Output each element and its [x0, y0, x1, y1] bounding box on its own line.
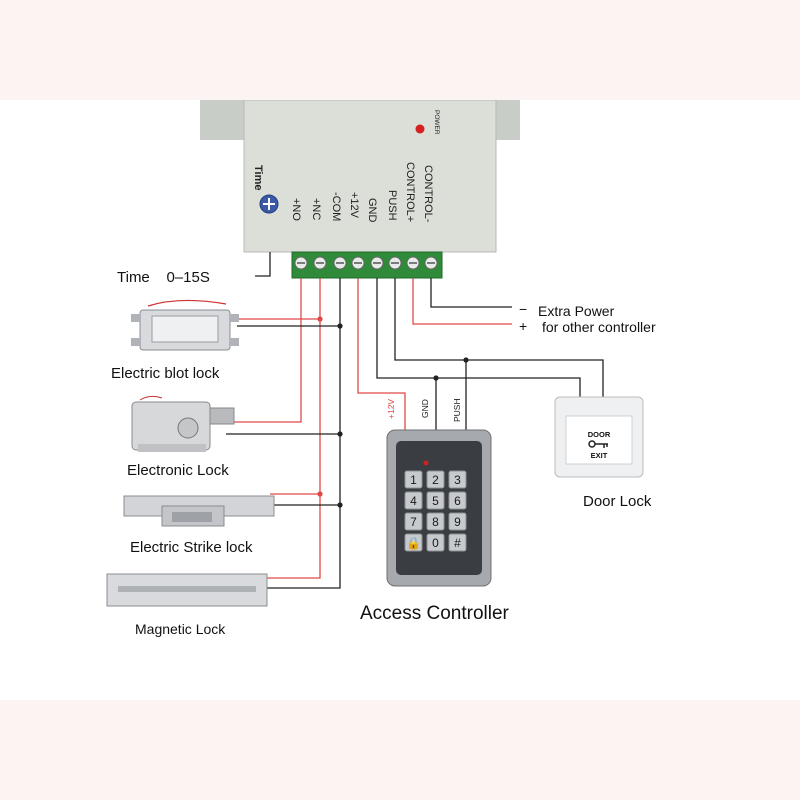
keypad-key[interactable]: #: [448, 533, 467, 552]
keypad-key-label: 0: [432, 536, 439, 550]
keypad-key[interactable]: 4: [404, 491, 423, 510]
extra-power-note: − Extra Power + for other controller: [519, 301, 656, 335]
access-controller-keypad: 1 2 3 4 5 6 7 8 9 🔒 0 #: [386, 429, 492, 587]
keypad-key[interactable]: 9: [448, 512, 467, 531]
extra-power-line2: for other controller: [542, 319, 656, 335]
keypad-key-label: 6: [454, 494, 461, 508]
keypad-grid: 1 2 3 4 5 6 7 8 9 🔒 0 #: [404, 470, 467, 552]
terminal-block: [291, 251, 443, 279]
magnetic-lock: [106, 573, 268, 607]
plus-sign: +: [519, 318, 527, 334]
junction-dots: [317, 316, 469, 508]
time-setting-label: Time 0–15S: [117, 269, 210, 286]
wire-com-to-magnetic-lock: [265, 278, 341, 589]
wire-push-to-exit: [394, 278, 604, 400]
exit-button-door-text: DOOR: [588, 430, 611, 439]
keypad-key-label: 3: [454, 473, 461, 487]
keypad-key[interactable]: 3: [448, 470, 467, 489]
minus-sign: −: [519, 301, 527, 317]
magnetic-lock-label: Magnetic Lock: [135, 621, 226, 637]
keypad-key[interactable]: 2: [426, 470, 445, 489]
terminal-label: PUSH: [386, 190, 398, 221]
keypad-key-label: 4: [410, 494, 417, 508]
keypad-key[interactable]: 8: [426, 512, 445, 531]
key-icon: [588, 440, 608, 448]
terminal-label: -COM: [330, 192, 342, 221]
keypad-key[interactable]: 5: [426, 491, 445, 510]
keypad-key-label: 8: [432, 515, 439, 529]
keypad-key[interactable]: 1: [404, 470, 423, 489]
wire-gnd-to-exit: [376, 278, 581, 400]
door-exit-button[interactable]: DOOR EXIT: [554, 396, 644, 478]
strike-lock-label: Electric Strike lock: [130, 539, 253, 556]
keypad-key-label: 🔒: [406, 536, 421, 550]
wire-label-gnd: GND: [420, 399, 430, 418]
wire-no-to-electronic-lock: [226, 278, 302, 423]
bolt-lock-label: Electric blot lock: [111, 365, 220, 382]
time-leader-line: [255, 252, 271, 277]
keypad-key[interactable]: 0: [426, 533, 445, 552]
terminal-label: +12V: [348, 192, 360, 219]
electric-strike-lock: [123, 495, 275, 527]
keypad-key[interactable]: 6: [448, 491, 467, 510]
wiring-diagram: POWER Time +NO +NC -COM +12V GND PUSH CO…: [106, 100, 656, 637]
terminal-label: +NC: [310, 198, 322, 220]
terminal-label: CONTROL-: [422, 165, 434, 223]
electronic-lock: [131, 395, 235, 452]
wire-label-12v: +12V: [386, 399, 396, 419]
power-led-icon: [415, 124, 425, 134]
knob-cross-icon: [263, 198, 275, 210]
keypad-key-label: 1: [410, 473, 417, 487]
terminal-label: CONTROL+: [404, 162, 416, 222]
wire-control-minus: [430, 278, 512, 308]
exit-button-exit-text: EXIT: [591, 451, 608, 460]
keypad-key-label: 7: [410, 515, 417, 529]
door-lock-label: Door Lock: [583, 493, 652, 510]
keypad-key[interactable]: 7: [404, 512, 423, 531]
controller-box: POWER Time +NO +NC -COM +12V GND PUSH CO…: [200, 100, 520, 253]
keypad-key[interactable]: 🔒: [404, 533, 423, 552]
time-label: Time: [252, 165, 264, 190]
controller-housing: [243, 100, 497, 253]
electric-bolt-lock: [131, 299, 239, 351]
diagram-canvas: POWER Time +NO +NC -COM +12V GND PUSH CO…: [0, 100, 800, 700]
keypad-key-label: 5: [432, 494, 439, 508]
power-label: POWER: [433, 110, 440, 135]
wire-control-plus: [412, 278, 512, 325]
wiring: [226, 278, 604, 589]
terminal-label: GND: [366, 198, 378, 223]
electronic-lock-label: Electronic Lock: [127, 462, 229, 479]
wire-12v-to-keypad: [357, 278, 406, 432]
wire-label-push: PUSH: [452, 398, 462, 422]
terminal-label: +NO: [290, 198, 302, 221]
access-controller-label: Access Controller: [360, 603, 510, 624]
keypad-key-label: #: [454, 536, 461, 550]
extra-power-line1: Extra Power: [538, 303, 615, 319]
keypad-key-label: 9: [454, 515, 461, 529]
keypad-key-label: 2: [432, 473, 439, 487]
wire-nc-to-magnetic-lock: [265, 278, 321, 579]
